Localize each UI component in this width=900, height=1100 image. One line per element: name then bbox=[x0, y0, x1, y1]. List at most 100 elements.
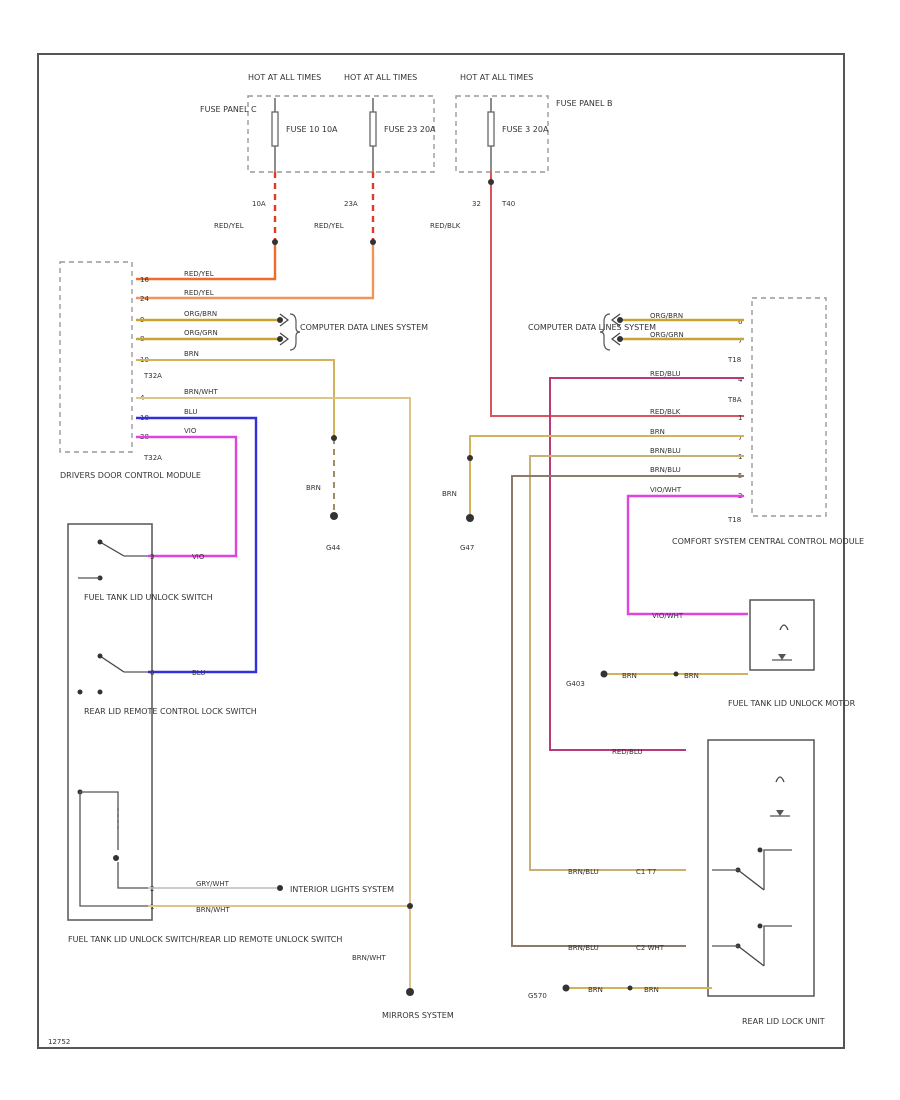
svg-text:G44: G44 bbox=[326, 544, 341, 552]
motor-ground-wire-2: BRN bbox=[684, 672, 699, 680]
svg-text:G47: G47 bbox=[460, 544, 474, 552]
switch-wire-gry: GRY/WHT bbox=[196, 880, 230, 888]
driver-connector: T32A bbox=[143, 372, 162, 380]
data-arrow-driver-1 bbox=[279, 313, 289, 327]
comfort-connector-top: T18 bbox=[727, 356, 741, 364]
junction-fuse-b bbox=[370, 239, 376, 245]
wire-driver-blu bbox=[136, 416, 258, 674]
comfort-wire-label-7: VIO/WHT bbox=[650, 486, 682, 494]
svg-text:FUSE 23 20A: FUSE 23 20A bbox=[384, 125, 436, 134]
svg-text:BRN: BRN bbox=[442, 490, 457, 498]
comfort-connector-mid: T8A bbox=[727, 396, 742, 404]
switch-wire-blu: BLU bbox=[192, 669, 205, 677]
rear-lock-title: REAR LID LOCK UNIT bbox=[742, 1017, 825, 1026]
fuse-b-symbol: FUSE 23 20A bbox=[369, 98, 436, 172]
comfort-pin-2: 4 bbox=[738, 376, 743, 384]
comfort-wire-label-6: BRN/BLU bbox=[650, 466, 681, 474]
fuel-lid-motor: FUEL TANK LID UNLOCK MOTOR VIO/WHT bbox=[652, 599, 856, 708]
driver-connector-2: T32A bbox=[143, 454, 162, 462]
comfort-wire-label-2: RED/BLU bbox=[650, 370, 681, 378]
fuse-a-pin: 10A bbox=[252, 200, 266, 208]
wire-fuse-a-red-yel bbox=[136, 242, 277, 281]
wire-fuse-c-red-blk bbox=[490, 172, 744, 417]
junction-comfort-data-2 bbox=[617, 336, 623, 342]
data-arrow-comfort-1 bbox=[611, 313, 621, 327]
svg-text:BRN: BRN bbox=[306, 484, 321, 492]
driver-data-lines-label: COMPUTER DATA LINES SYSTEM bbox=[300, 323, 428, 332]
comfort-connector-bottom: T18 bbox=[727, 516, 741, 524]
comfort-pin-1: 7 bbox=[738, 337, 742, 345]
switch-pin-gry: 2 bbox=[150, 885, 154, 893]
fuse-c-connector: T40 bbox=[501, 200, 515, 208]
fuel-motor-title: FUEL TANK LID UNLOCK MOTOR bbox=[728, 699, 856, 708]
data-lines-brace-comfort bbox=[599, 313, 611, 351]
fuse-c-symbol: FUSE 3 20A bbox=[487, 98, 549, 172]
lock-ground-wire-1: BRN bbox=[588, 986, 603, 994]
wire-comfort-vio-wht bbox=[626, 494, 748, 616]
mirrors-system-label: MIRRORS SYSTEM bbox=[382, 1011, 454, 1020]
rear-lid-lock: REAR LID LOCK UNIT RED/BLU BRN/BLU BRN/B… bbox=[568, 739, 825, 1026]
comfort-pin-3: 1 bbox=[738, 414, 742, 422]
fuel-switch-label: FUEL TANK LID UNLOCK SWITCH bbox=[84, 593, 213, 602]
data-lines-brace-driver bbox=[289, 313, 301, 351]
driver-wire-label-5: BRN/WHT bbox=[184, 388, 218, 396]
switch-contact-3 bbox=[80, 791, 119, 850]
switch-wire-vio: VIO bbox=[192, 553, 205, 561]
driver-wire-label-2: ORG/BRN bbox=[184, 310, 217, 318]
wire-comfort-brn bbox=[469, 435, 744, 516]
fuse-c-pin: 32 bbox=[472, 200, 481, 208]
fuse-b-pin: 23A bbox=[344, 200, 358, 208]
switch-contact-2 bbox=[99, 655, 125, 673]
fuse-area: HOT AT ALL TIMES HOT AT ALL TIMES HOT AT… bbox=[200, 73, 612, 230]
driver-wire-label-3: ORG/GRN bbox=[184, 329, 218, 337]
comfort-wire-label-0: ORG/BRN bbox=[650, 312, 683, 320]
driver-wire-label-6: BLU bbox=[184, 408, 197, 416]
driver-wire-label-0: RED/YEL bbox=[184, 270, 214, 278]
junction-fuse-c bbox=[488, 179, 494, 185]
comfort-wire-label-5: BRN/BLU bbox=[650, 447, 681, 455]
driver-wire-label-1: RED/YEL bbox=[184, 289, 214, 297]
rear-lock-conn1: C1 T7 bbox=[636, 868, 656, 876]
rear-lock-wire-red: RED/BLU bbox=[612, 748, 643, 756]
comfort-module: COMFORT SYSTEM CENTRAL CONTROL MODULE T1… bbox=[528, 297, 864, 546]
wire-comfort-brn-blu-2 bbox=[511, 475, 744, 947]
rear-switch-label: REAR LID REMOTE CONTROL LOCK SWITCH bbox=[84, 707, 257, 716]
motor-ground-wire-1: BRN bbox=[622, 672, 637, 680]
comfort-data-lines-label: COMPUTER DATA LINES SYSTEM bbox=[528, 323, 656, 332]
wire-driver-vio bbox=[136, 435, 238, 558]
hot-label-c: HOT AT ALL TIMES bbox=[460, 73, 533, 82]
fuse-c-wire-label: RED/BLK bbox=[430, 222, 461, 230]
comfort-wire-label-4: BRN bbox=[650, 428, 665, 436]
footer-code: 12752 bbox=[48, 1038, 70, 1046]
switch-contact-1 bbox=[99, 541, 125, 557]
data-arrow-driver-2 bbox=[279, 332, 289, 346]
lock-ground-wire-2: BRN bbox=[644, 986, 659, 994]
wire-comfort-red-blu bbox=[549, 377, 744, 751]
interior-lights-label: INTERIOR LIGHTS SYSTEM bbox=[290, 885, 394, 894]
rear-lock-conn2: C2 WHT bbox=[636, 944, 665, 952]
fuse-b-wire-label: RED/YEL bbox=[314, 222, 344, 230]
switch-wire-brn: BRN/WHT bbox=[196, 906, 230, 914]
fuse-box-left bbox=[247, 95, 435, 173]
switch-pin-blu: 6 bbox=[150, 669, 155, 677]
fuse-box-right bbox=[455, 95, 549, 173]
comfort-wire-label-1: ORG/GRN bbox=[650, 331, 684, 339]
motor-ground-label: G403 bbox=[566, 680, 585, 688]
driver-module-title: DRIVERS DOOR CONTROL MODULE bbox=[60, 471, 201, 480]
fuse-panel-right-label: FUSE PANEL B bbox=[556, 99, 612, 108]
rear-lock-wire-brn2: BRN/BLU bbox=[568, 944, 599, 952]
wire-comfort-brn-blu-1 bbox=[529, 455, 744, 871]
fuse-a-wire-label: RED/YEL bbox=[214, 222, 244, 230]
comfort-pin-4: 7 bbox=[738, 434, 742, 442]
switch-pin-vio: 3 bbox=[150, 553, 154, 561]
svg-text:FUSE 10 10A: FUSE 10 10A bbox=[286, 125, 338, 134]
switch-unit: FUEL TANK LID UNLOCK SWITCH/REAR LID REM… bbox=[67, 523, 342, 944]
junction-driver-data-2 bbox=[277, 336, 283, 342]
driver-pin-0: 16 bbox=[140, 276, 149, 284]
fuel-motor-wire-vio: VIO/WHT bbox=[652, 612, 684, 620]
rear-lock-wire-brn1: BRN/BLU bbox=[568, 868, 599, 876]
diagram-frame bbox=[37, 53, 845, 1049]
data-arrow-comfort-2 bbox=[611, 332, 621, 346]
mirrors-wire-label: BRN/WHT bbox=[352, 954, 386, 962]
